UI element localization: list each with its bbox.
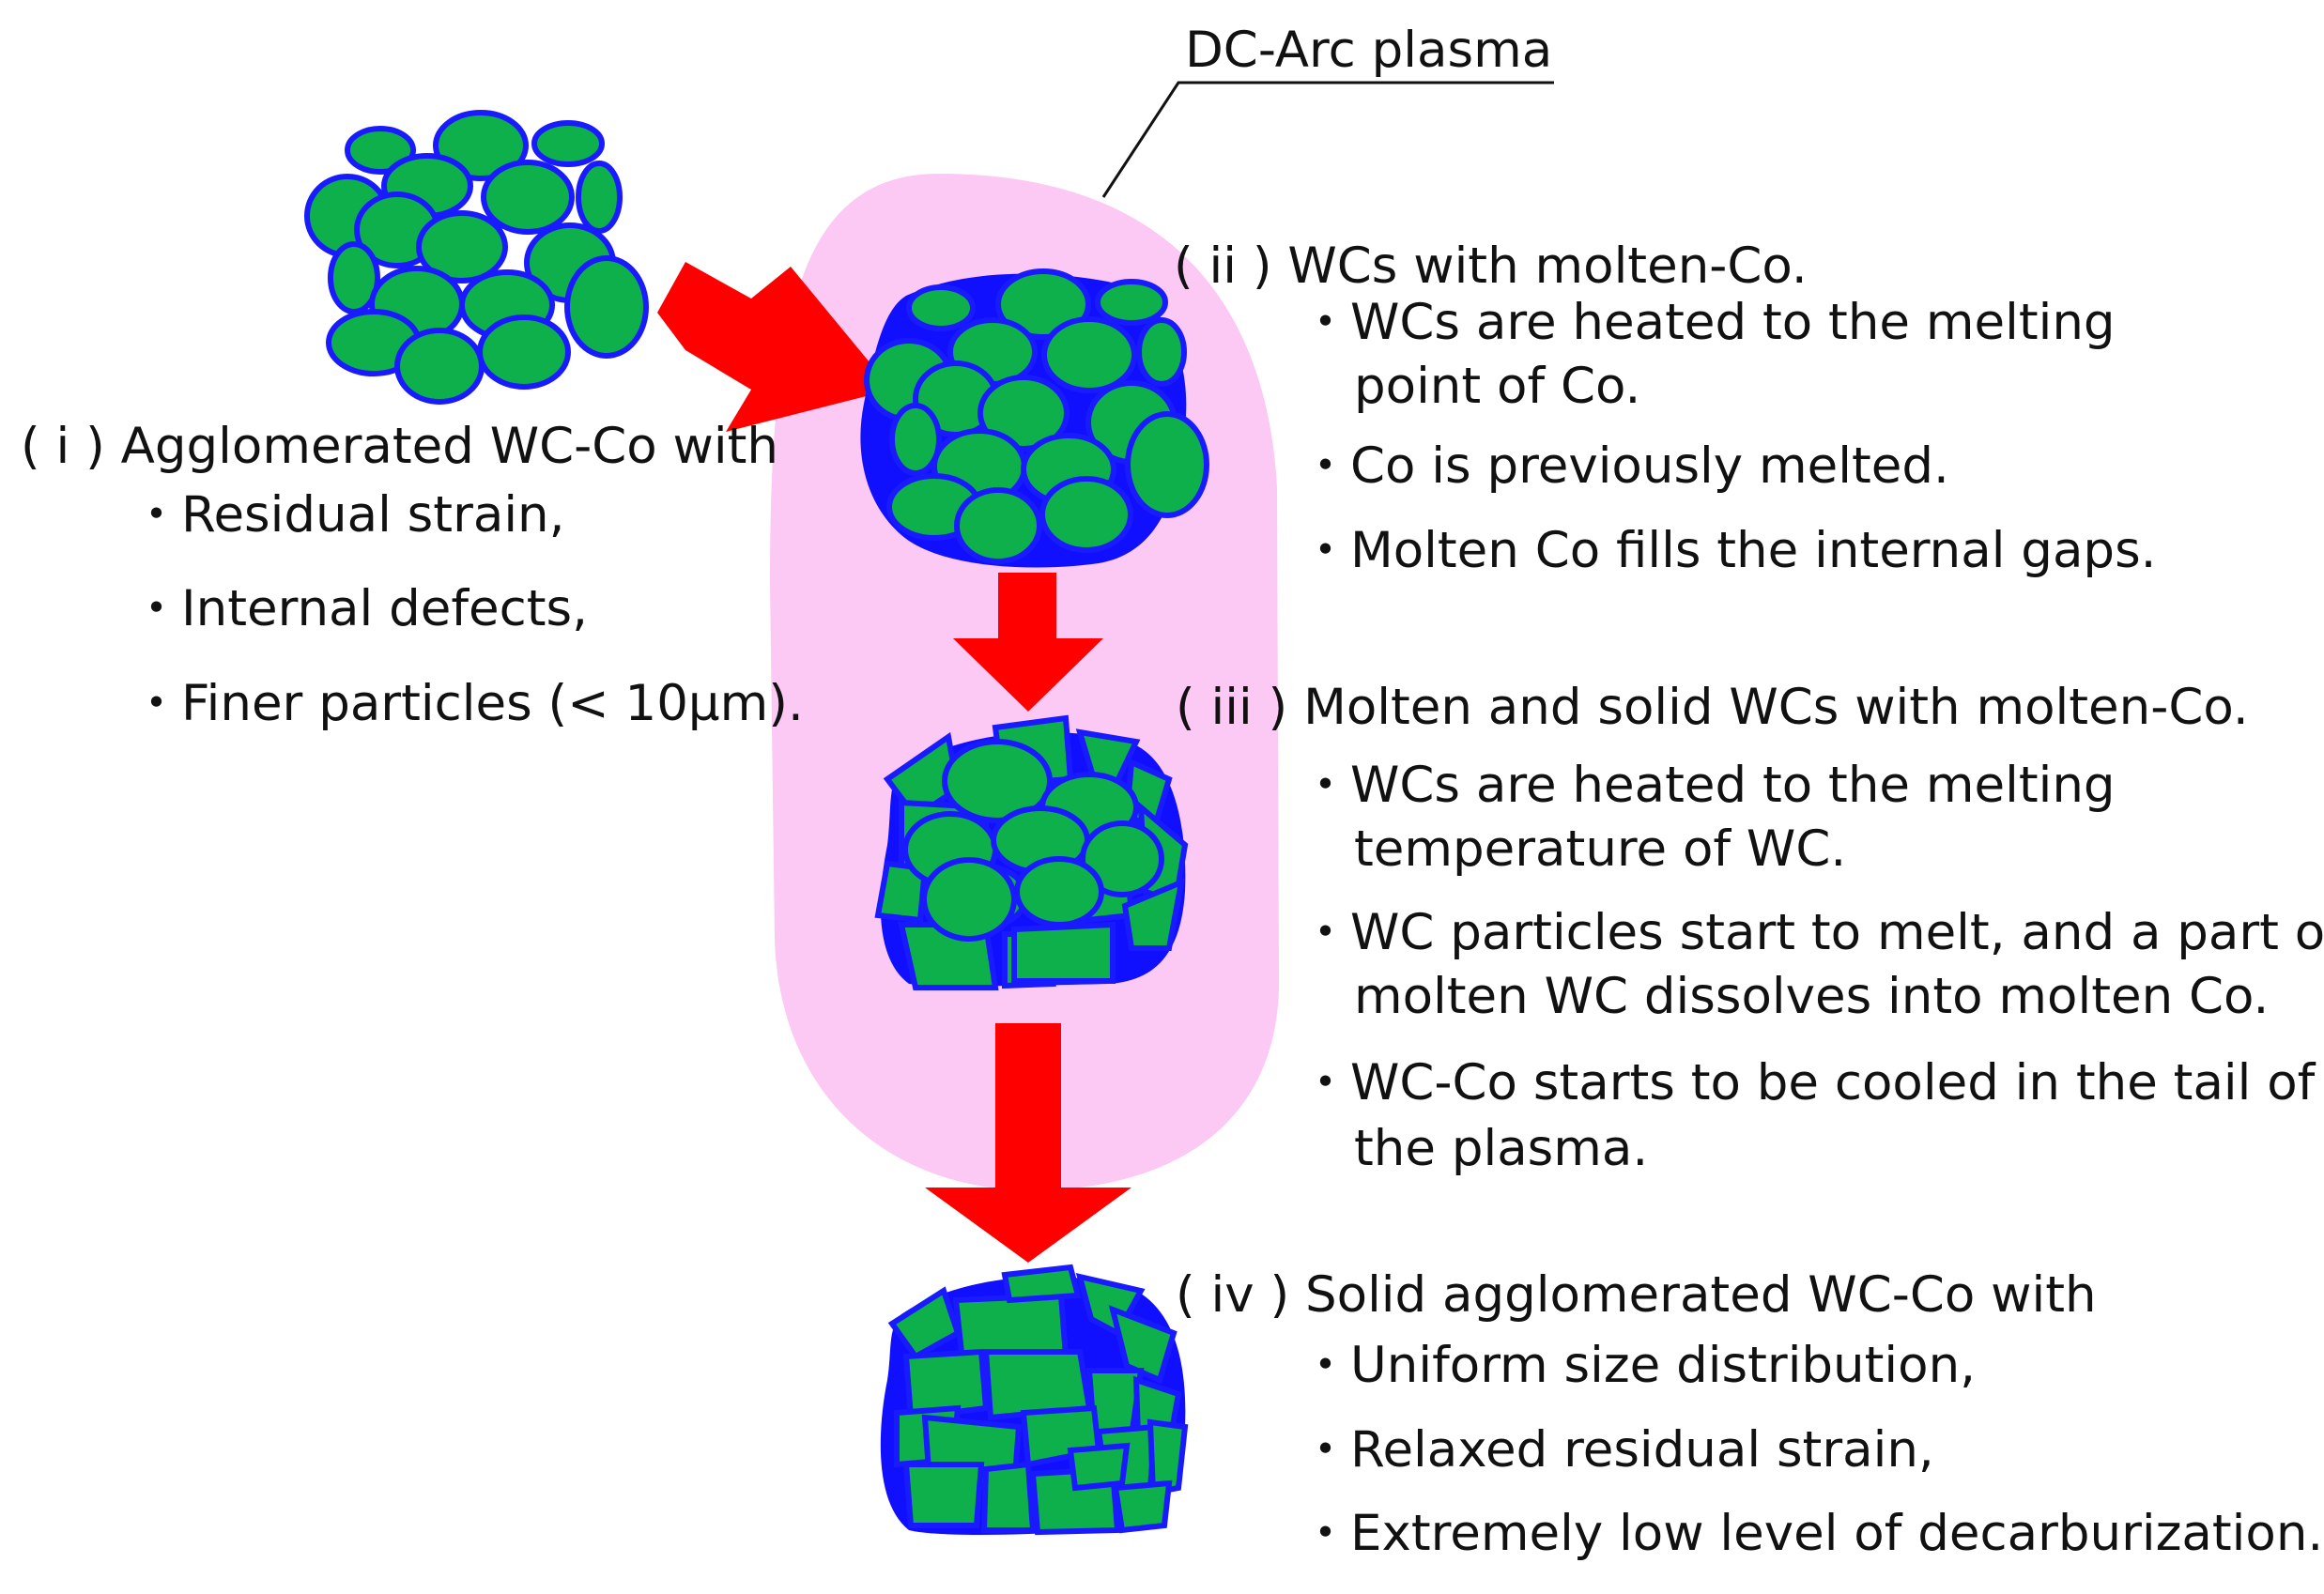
- wc-co-cluster-iii: [874, 714, 1189, 990]
- stage-iv-bullet-2: ・Relaxed residual strain,: [1301, 1420, 1934, 1480]
- stage-iii-bullet-3-cont: the plasma.: [1354, 1119, 1648, 1179]
- bullet-text: Molten Co fills the internal gaps.: [1350, 522, 2157, 579]
- stage-i-bullet-3: ・Finer particles (< 10μm).: [131, 674, 804, 734]
- bullet-text: temperature of WC.: [1354, 820, 1847, 878]
- bullet-text: molten WC dissolves into molten Co.: [1354, 968, 2270, 1025]
- stage-iii-marker: ( iii ): [1176, 679, 1288, 736]
- bullet-mark: ・: [1301, 904, 1350, 961]
- plasma-label: DC-Arc plasma: [1185, 22, 1553, 79]
- stage-iv-bullet-3: ・Extremely low level of decarburization.: [1301, 1504, 2323, 1564]
- stage-ii-bullet-1: ・WCs are heated to the melting: [1301, 293, 2116, 353]
- stage-iv-marker: ( iv ): [1176, 1266, 1290, 1324]
- bullet-mark: ・: [1301, 522, 1350, 579]
- stage-iv-bullet-1: ・Uniform size distribution,: [1301, 1336, 1976, 1396]
- bullet-mark: ・: [131, 580, 181, 637]
- stage-i-bullet-1: ・Residual strain,: [131, 485, 565, 545]
- arrow-iii-to-iv: [925, 1023, 1131, 1263]
- stage-i-bullet-2: ・Internal defects,: [131, 579, 588, 639]
- stage-i-heading: Agglomerated WC-Co with: [120, 418, 778, 475]
- stage-iii-bullet-2: ・WC particles start to melt, and a part …: [1301, 903, 2324, 963]
- stage-iii-bullet-2-cont: molten WC dissolves into molten Co.: [1354, 967, 2269, 1027]
- bullet-text: Uniform size distribution,: [1350, 1337, 1977, 1394]
- stage-i-marker: ( i ): [21, 418, 105, 475]
- bullet-mark: ・: [1301, 1421, 1350, 1479]
- bullet-mark: ・: [131, 486, 181, 544]
- stage-ii-heading: WCs with molten-Co.: [1287, 238, 1808, 295]
- arrow-i-to-ii: [657, 262, 892, 432]
- stage-iii-heading: Molten and solid WCs with molten-Co.: [1303, 679, 2249, 736]
- bullet-mark: ・: [131, 675, 181, 732]
- stage-iii-bullet-3: ・WC-Co starts to be cooled in the tail o…: [1301, 1053, 2315, 1113]
- stage-iv-heading-row: ( iv ) Solid agglomerated WC-Co with: [1176, 1265, 2097, 1326]
- wc-co-cluster-ii: [860, 268, 1209, 568]
- stage-iii-heading-row: ( iii ) Molten and solid WCs with molten…: [1176, 678, 2249, 738]
- bullet-text: WC particles start to melt, and a part o…: [1350, 904, 2324, 961]
- stage-ii-heading-row: ( ii ) WCs with molten-Co.: [1174, 237, 1808, 297]
- bullet-mark: ・: [1301, 1337, 1350, 1394]
- stage-iii-bullet-1-cont: temperature of WC.: [1354, 820, 1846, 880]
- bullet-mark: ・: [1301, 1505, 1350, 1562]
- bullet-mark: ・: [1301, 437, 1350, 495]
- bullet-text: WCs are heated to the melting: [1350, 294, 2116, 351]
- bullet-text: the plasma.: [1354, 1120, 1649, 1177]
- bullet-text: point of Co.: [1354, 358, 1641, 415]
- wc-co-cluster-i: [304, 110, 649, 405]
- stage-i-heading-row: ( i ) Agglomerated WC-Co with: [21, 417, 778, 477]
- bullet-text: WC-Co starts to be cooled in the tail of: [1350, 1054, 2316, 1111]
- plasma-label-leader: [1101, 81, 1554, 198]
- arrow-ii-to-iii: [953, 573, 1103, 712]
- bullet-text: WCs are heated to the melting: [1350, 757, 2116, 814]
- stage-ii-bullet-3: ・Molten Co fills the internal gaps.: [1301, 521, 2157, 581]
- stage-ii-bullet-1-cont: point of Co.: [1354, 357, 1640, 417]
- bullet-text: Residual strain,: [181, 486, 565, 544]
- bullet-mark: ・: [1301, 757, 1350, 814]
- bullet-text: Relaxed residual strain,: [1350, 1421, 1934, 1479]
- bullet-text: Finer particles (< 10μm).: [181, 675, 804, 732]
- stage-ii-bullet-2: ・Co is previously melted.: [1301, 437, 1949, 497]
- wc-co-cluster-iv: [880, 1264, 1189, 1536]
- bullet-text: Extremely low level of decarburization.: [1350, 1505, 2324, 1562]
- bullet-text: Co is previously melted.: [1350, 437, 1949, 495]
- bullet-text: Internal defects,: [181, 580, 589, 637]
- stage-iv-heading: Solid agglomerated WC-Co with: [1305, 1266, 2097, 1324]
- stage-ii-marker: ( ii ): [1174, 238, 1272, 295]
- stage-iii-bullet-1: ・WCs are heated to the melting: [1301, 756, 2116, 816]
- bullet-mark: ・: [1301, 1054, 1350, 1111]
- bullet-mark: ・: [1301, 294, 1350, 351]
